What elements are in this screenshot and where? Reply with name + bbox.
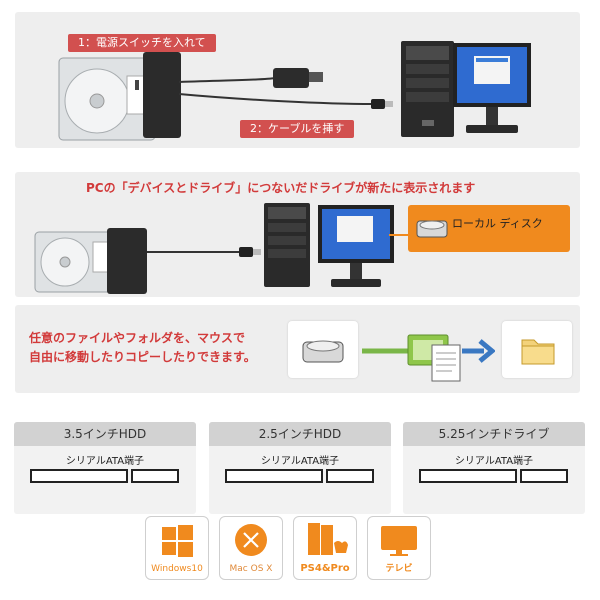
hdd-dock	[143, 52, 181, 138]
description-line-1: 任意のファイルやフォルダを、マウスで	[29, 331, 246, 345]
sata-connector-icon	[225, 469, 374, 483]
cable-and-power-adapter	[178, 68, 393, 109]
compat-label: Mac OS X	[229, 564, 273, 574]
tv-icon	[381, 526, 417, 556]
local-disk-label: ローカル ディスク	[452, 217, 543, 230]
step1-pill: 1：電源スイッチを入れて	[68, 34, 216, 52]
pc-tower-icon	[264, 203, 310, 287]
compat-windows10: Windows10	[145, 516, 209, 580]
sata-connector-icon	[30, 469, 179, 483]
file-operation-description: 任意のファイルやフォルダを、マウスで 自由に移動したりコピーしたりできます。	[29, 329, 256, 367]
setup-panel: 1：電源スイッチを入れて 2：ケーブルを挿す	[15, 12, 580, 148]
usb-cable	[147, 247, 261, 257]
connector-2-5-hdd: 2.5インチHDD シリアルATA端子	[209, 422, 391, 514]
file-transfer-arrow-icon	[362, 334, 495, 382]
connector-label: シリアルATA端子	[454, 456, 534, 467]
connector-5-25-drive: 5.25インチドライブ シリアルATA端子	[403, 422, 585, 514]
connector-title: 3.5インチHDD	[14, 422, 196, 446]
folder-icon	[521, 339, 555, 365]
compat-label: PS4&Pro	[300, 563, 350, 574]
hdd-dock	[107, 228, 147, 294]
mac-os-x-icon	[235, 524, 267, 556]
compat-label: Windows10	[151, 564, 203, 574]
description-line-2: 自由に移動したりコピーしたりできます。	[29, 350, 256, 364]
connector-line	[389, 234, 409, 236]
detection-panel: PCの「デバイスとドライブ」につないだドライブが新たに表示されます ローカル デ…	[15, 172, 580, 297]
folder-card	[502, 321, 572, 378]
step2-pill: 2：ケーブルを挿す	[240, 120, 355, 138]
windows-logo-icon	[162, 525, 193, 557]
drive-card	[288, 321, 358, 378]
monitor-icon	[318, 205, 394, 287]
local-disk-box: ローカル ディスク	[408, 205, 570, 252]
compat-ps4-pro: PS4&Pro	[293, 516, 357, 580]
local-disk-icon	[416, 220, 448, 238]
connector-label: シリアルATA端子	[260, 456, 340, 467]
ps4-console-icon	[308, 523, 348, 555]
hdd-icon	[34, 231, 118, 293]
connector-3-5-hdd: 3.5インチHDD シリアルATA端子	[14, 422, 196, 514]
hard-drive-icon	[302, 340, 344, 363]
sata-connector-icon	[419, 469, 568, 483]
connector-title: 2.5インチHDD	[209, 422, 391, 446]
hdd-icon	[58, 57, 156, 141]
file-operation-panel: 任意のファイルやフォルダを、マウスで 自由に移動したりコピーしたりできます。	[15, 305, 580, 393]
detection-heading: PCの「デバイスとドライブ」につないだドライブが新たに表示されます	[86, 181, 476, 195]
pc-tower-icon	[401, 41, 454, 137]
connector-label: シリアルATA端子	[65, 456, 145, 467]
connector-title: 5.25インチドライブ	[403, 422, 585, 446]
compat-label: テレビ	[385, 564, 413, 574]
compat-mac-os-x: Mac OS X	[219, 516, 283, 580]
compat-tv: テレビ	[367, 516, 431, 580]
monitor-icon	[453, 43, 531, 133]
